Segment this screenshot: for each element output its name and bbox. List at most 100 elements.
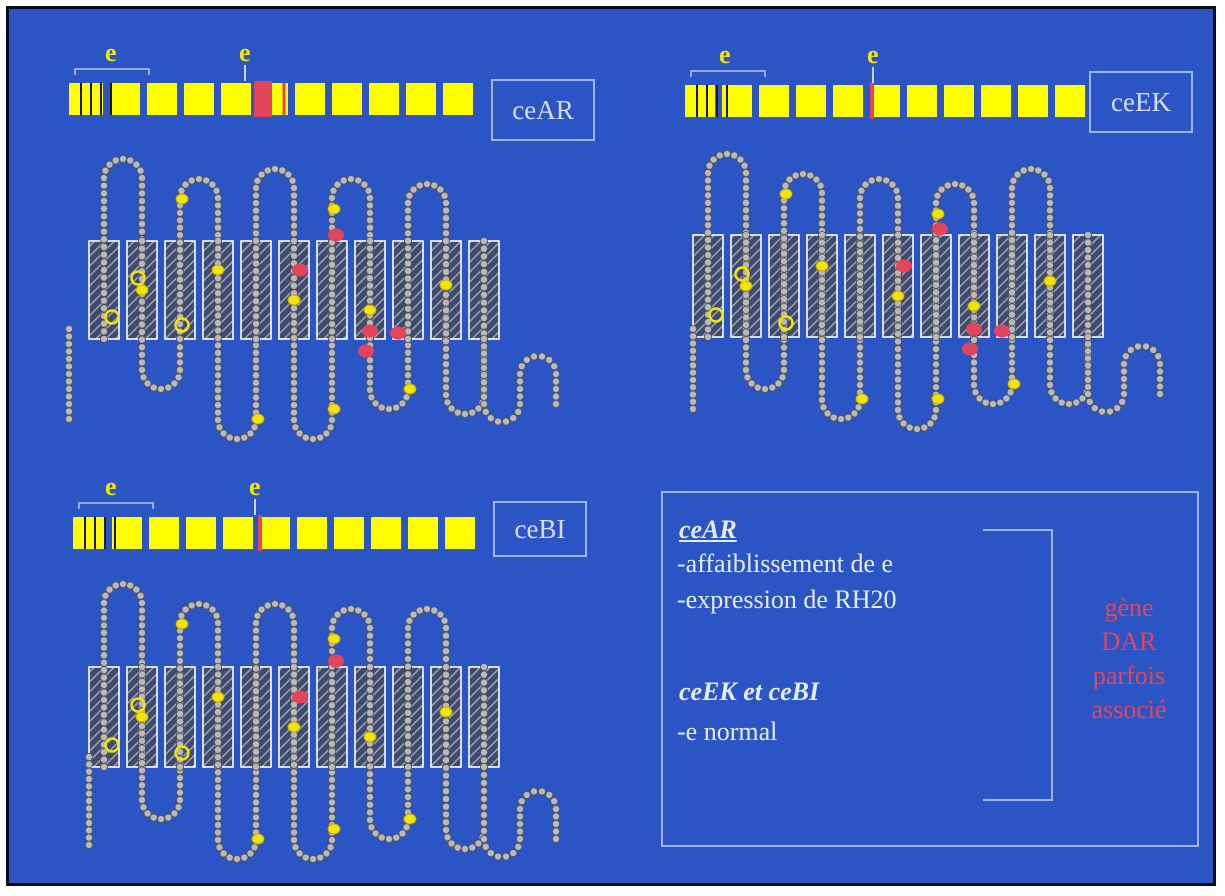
residue [65, 362, 74, 371]
residue [270, 164, 279, 173]
residue [689, 390, 698, 399]
residue [403, 229, 412, 238]
residue [215, 843, 224, 852]
residue [552, 820, 561, 829]
residue [289, 760, 298, 769]
residue [742, 183, 751, 192]
exon [944, 85, 974, 117]
residue [704, 206, 713, 215]
residue [856, 255, 865, 264]
residue [479, 260, 488, 269]
residue [1046, 213, 1055, 222]
residue [1046, 380, 1055, 389]
residue [441, 290, 450, 299]
residue [441, 260, 450, 269]
residue [441, 779, 450, 788]
residue [818, 365, 827, 374]
residue [882, 176, 891, 185]
residue [1121, 352, 1130, 361]
residue [213, 730, 222, 739]
residue [1084, 347, 1093, 356]
residue [327, 290, 336, 299]
exon-mutation [254, 81, 272, 117]
residue [705, 161, 714, 170]
residue [105, 160, 114, 169]
residue [970, 206, 979, 215]
residue [422, 605, 431, 614]
residue [818, 211, 827, 220]
residue [213, 341, 222, 350]
residue [780, 257, 789, 266]
residue [365, 236, 374, 245]
residue [951, 179, 960, 188]
residue [1046, 350, 1055, 359]
label-ceBI: ceBI [493, 501, 587, 557]
residue [251, 334, 260, 343]
residue [100, 681, 109, 690]
residue [479, 321, 488, 330]
residue [65, 384, 74, 393]
residue [100, 319, 109, 328]
residue [481, 842, 490, 851]
residue [856, 294, 865, 303]
residue [251, 191, 260, 200]
variant-residue [931, 208, 945, 220]
residue [926, 419, 935, 428]
residue [780, 332, 789, 341]
residue [742, 213, 751, 222]
residue [742, 365, 751, 374]
residue [251, 183, 260, 192]
residue [545, 790, 554, 799]
residue [327, 363, 336, 372]
residue [202, 176, 211, 185]
residue [920, 423, 929, 432]
residue [175, 343, 184, 352]
residue [339, 606, 348, 615]
residue [403, 198, 412, 207]
residue [761, 384, 770, 393]
residue [251, 805, 260, 814]
residue [856, 332, 865, 341]
residue [175, 763, 184, 772]
residue [441, 206, 450, 215]
residue [1046, 335, 1055, 344]
residue [1006, 388, 1015, 397]
residue [251, 297, 260, 306]
residue [327, 327, 336, 336]
residue [367, 823, 376, 832]
residue [289, 371, 298, 380]
residue [100, 250, 109, 259]
residue [208, 605, 217, 614]
residue [100, 703, 109, 712]
residue [742, 320, 751, 329]
residue [100, 281, 109, 290]
mutation-residue [328, 654, 344, 668]
residue [479, 392, 488, 401]
residue [742, 253, 751, 262]
residue [856, 217, 865, 226]
residue [251, 282, 260, 291]
residue [850, 409, 859, 418]
residue [327, 798, 336, 807]
residue [175, 297, 184, 306]
residue [1084, 305, 1093, 314]
residue [251, 356, 260, 365]
residue [899, 419, 908, 428]
residue [514, 842, 523, 851]
residue [515, 384, 524, 393]
residue [403, 639, 412, 648]
residue [213, 386, 222, 395]
residue [932, 332, 941, 341]
residue [289, 738, 298, 747]
residue [100, 327, 109, 336]
residue [689, 339, 698, 348]
residue [250, 843, 259, 852]
residue [970, 290, 979, 299]
residue [213, 401, 222, 410]
variant-ring [174, 317, 190, 333]
residue [327, 701, 336, 710]
residue [515, 392, 524, 401]
residue [365, 216, 374, 225]
residue [403, 631, 412, 640]
residue [479, 732, 488, 741]
